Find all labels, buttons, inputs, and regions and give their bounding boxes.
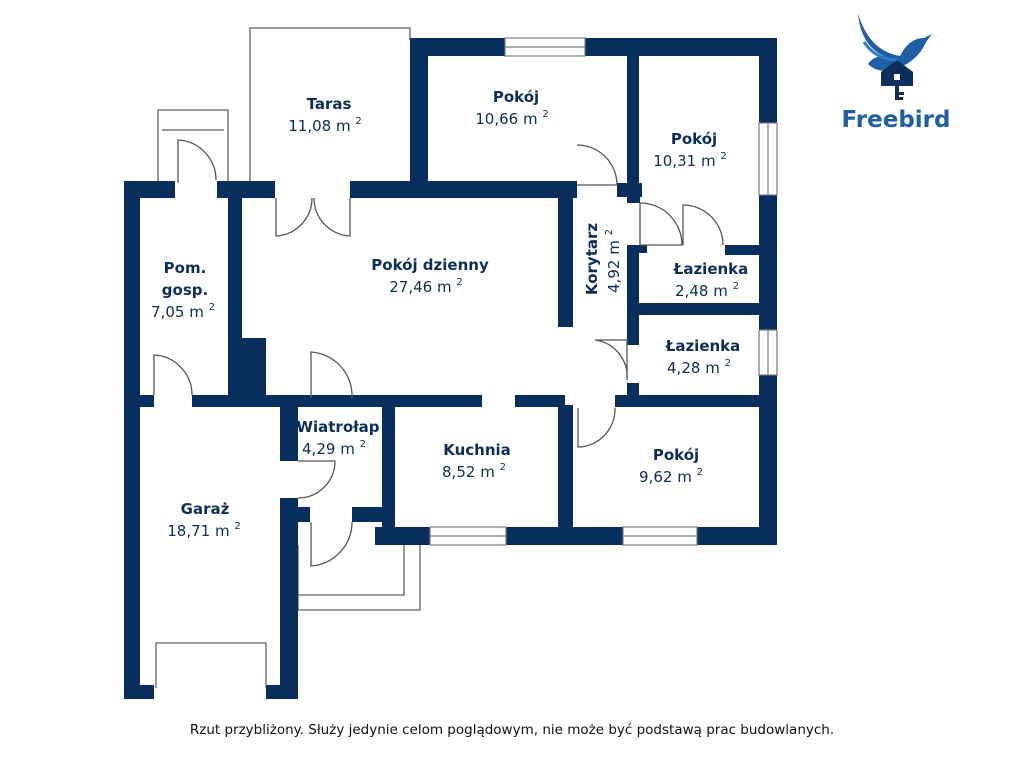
room-area-pokoj-3: 9,62 m 2: [639, 467, 703, 486]
room-label-korytarz: Korytarz 4,92 m 2: [583, 223, 623, 296]
wall-segment: [558, 405, 573, 545]
wall-segment: [298, 507, 310, 522]
door-utility-garage: [153, 354, 193, 396]
bird-house-logo-icon: [858, 14, 932, 100]
door-utility-exterior: [177, 139, 217, 183]
room-name-korytarz: Korytarz: [583, 223, 601, 296]
room-name-lazienka-1: Łazienka: [673, 260, 749, 278]
room-name-pom-gosp-line2: gosp.: [162, 281, 208, 299]
walls: [124, 38, 777, 699]
wall-segment: [350, 181, 412, 198]
door-bedroom-top: [576, 144, 618, 186]
wall-segment: [759, 375, 777, 545]
wall-segment: [124, 685, 154, 699]
wall-segment: [759, 195, 777, 330]
room-name-pokoj-1: Pokój: [493, 88, 539, 106]
wall-segment: [759, 38, 777, 123]
door-terrace-right: [313, 197, 351, 237]
wall-segment: [585, 38, 777, 56]
door-bathroom-small: [682, 204, 724, 246]
door-bedroom-bottom: [577, 407, 616, 448]
wall-segment: [725, 245, 777, 255]
utility-porch-outline: [157, 109, 229, 183]
wall-segment: [615, 395, 777, 407]
wall-segment: [280, 398, 298, 461]
wall-segment: [410, 38, 505, 56]
brand-name: Freebird: [842, 107, 951, 133]
garage-door-outline: [155, 642, 267, 688]
windows: [429, 37, 778, 546]
wall-segment: [573, 527, 623, 545]
wall-segment: [627, 56, 639, 186]
brand-logo: Freebird: [842, 14, 951, 133]
wall-segment: [697, 527, 777, 545]
wall-segment: [228, 181, 242, 396]
room-name-pokoj-3: Pokój: [653, 446, 699, 464]
wall-segment: [515, 395, 565, 407]
room-area-korytarz: 4,92 m 2: [604, 229, 623, 293]
room-name-garaz: Garaż: [181, 500, 230, 518]
door-terrace-left: [275, 197, 313, 237]
door-vestibule-garage: [297, 460, 336, 499]
room-name-kuchnia: Kuchnia: [443, 441, 511, 459]
wall-segment: [627, 383, 639, 405]
disclaimer-text: Rzut przybliżony. Służy jedynie celom po…: [189, 722, 835, 738]
room-name-taras: Taras: [307, 95, 352, 113]
room-area-garaz: 18,71 m 2: [167, 521, 241, 540]
wall-segment: [352, 507, 388, 522]
room-labels: Taras 11,08 m 2 Pokój 10,66 m 2 Pokój 10…: [151, 88, 748, 540]
room-area-pokoj-2: 10,31 m 2: [653, 151, 727, 170]
terrace-top-outline: [249, 27, 411, 40]
wall-segment: [639, 245, 647, 253]
wall-segment: [412, 181, 577, 198]
wall-segment: [558, 190, 573, 327]
room-name-wiatrolap: Wiatrołap: [296, 418, 379, 436]
wall-segment: [382, 398, 395, 538]
room-area-pokoj-1: 10,66 m 2: [475, 109, 549, 128]
room-name-pokoj-dzienny: Pokój dzienny: [371, 256, 489, 274]
wall-segment: [617, 183, 642, 197]
entrance-porch-step: [298, 545, 405, 596]
room-name-pom-gosp-line1: Pom.: [164, 259, 207, 277]
room-area-taras: 11,08 m 2: [288, 116, 362, 135]
door-bedroom-right: [639, 202, 683, 246]
room-area-pokoj-dzienny: 27,46 m 2: [389, 277, 463, 296]
door-entrance: [310, 521, 353, 567]
wall-segment: [627, 245, 639, 345]
wall-segment: [124, 395, 154, 407]
room-area-pom-gosp: 7,05 m 2: [151, 302, 215, 321]
wall-segment: [280, 498, 298, 699]
room-area-lazienka-1: 2,48 m 2: [675, 281, 739, 300]
wall-segment: [124, 181, 140, 699]
door-bathroom-large: [594, 339, 628, 381]
door-vestibule-living: [310, 351, 353, 399]
room-area-lazienka-2: 4,28 m 2: [667, 358, 731, 377]
wall-segment: [242, 338, 266, 398]
room-name-lazienka-2: Łazienka: [665, 337, 741, 355]
wall-segment: [639, 303, 777, 315]
room-area-kuchnia: 8,52 m 2: [442, 462, 506, 481]
doors: [153, 139, 724, 567]
room-name-pokoj-2: Pokój: [671, 130, 717, 148]
wall-segment: [192, 395, 482, 407]
entrance-porch-outline: [297, 545, 421, 611]
room-area-wiatrolap: 4,29 m 2: [302, 439, 366, 458]
wall-segment: [410, 38, 428, 198]
